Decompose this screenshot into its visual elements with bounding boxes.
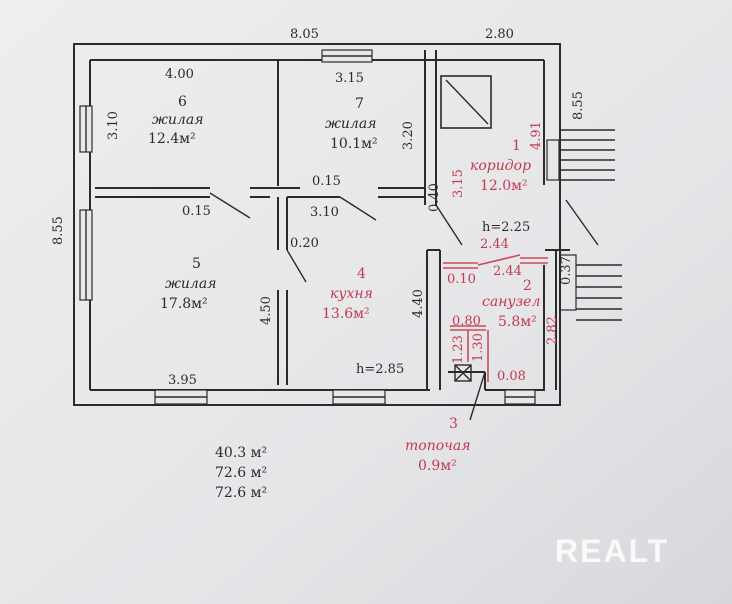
- realt-watermark: REALT: [555, 533, 669, 569]
- svg-text:12.0м²: 12.0м²: [480, 178, 528, 194]
- ceiling-height-1: h=2.25: [482, 220, 530, 235]
- room-6-label: 6 жилая 12.4м²: [148, 94, 203, 147]
- dim-r1-inner: 3.15: [451, 169, 466, 198]
- svg-text:3: 3: [449, 416, 458, 432]
- svg-text:1: 1: [512, 138, 521, 154]
- dim-corr-w2: 2.44: [493, 264, 522, 279]
- svg-text:12.4м²: 12.4м²: [148, 131, 196, 147]
- svg-text:17.8м²: 17.8м²: [160, 296, 208, 312]
- dim-top-right: 2.80: [485, 27, 514, 42]
- dim-r6-width: 4.00: [165, 67, 194, 82]
- dim-r5-width: 3.95: [168, 373, 197, 388]
- room-7-label: 7 жилая 10.1м²: [325, 96, 378, 152]
- dim-wall-008: 0.08: [497, 369, 526, 384]
- svg-text:10.1м²: 10.1м²: [330, 136, 378, 152]
- svg-text:жилая: жилая: [152, 112, 203, 128]
- dim-corr-w1: 2.44: [480, 237, 509, 252]
- room-4-label: 4 кухня 13.6м²: [322, 266, 373, 322]
- total-living: 40.3 м²: [215, 445, 267, 461]
- svg-text:4: 4: [357, 266, 366, 282]
- dim-wall-080: 0.80: [452, 314, 481, 329]
- windows: [79, 49, 536, 405]
- area-totals: 40.3 м² 72.6 м² 72.6 м²: [215, 445, 267, 501]
- svg-text:5: 5: [192, 256, 201, 272]
- svg-text:2: 2: [523, 278, 532, 294]
- interior-walls: [95, 50, 570, 390]
- dim-r7-width: 3.15: [335, 71, 364, 86]
- room-2-label: 2 санузел 5.8м²: [482, 278, 540, 330]
- dim-wall-037: 0.37: [559, 256, 574, 285]
- dim-wall-015b: 0.15: [182, 204, 211, 219]
- svg-text:6: 6: [178, 94, 187, 110]
- svg-text:жилая: жилая: [165, 276, 216, 292]
- dim-wall-040: 0.40: [427, 183, 442, 212]
- total-general: 72.6 м²: [215, 465, 267, 481]
- dim-san-h: 1.30: [471, 333, 486, 362]
- dim-r5-height: 4.50: [259, 296, 274, 325]
- svg-text:7: 7: [355, 96, 364, 112]
- room-5-label: 5 жилая 17.8м²: [160, 256, 216, 312]
- dim-top-h: 1.23: [451, 335, 466, 364]
- stove-icon: [440, 75, 492, 129]
- svg-text:жилая: жилая: [325, 116, 376, 132]
- room-1-label: 1 коридор 12.0м²: [470, 138, 531, 194]
- dim-wall-020: 0.20: [290, 236, 319, 251]
- dim-left-side: 8.55: [51, 216, 66, 245]
- ceiling-height-2: h=2.85: [356, 362, 404, 377]
- dim-r6-height: 3.10: [106, 111, 121, 140]
- svg-text:0.9м²: 0.9м²: [418, 458, 457, 474]
- red-partitions: [443, 254, 548, 382]
- svg-text:5.8м²: 5.8м²: [498, 314, 537, 330]
- dim-r4-width: 3.10: [310, 205, 339, 220]
- dim-r4-height: 4.40: [411, 289, 426, 318]
- dim-san-side: 2.82: [545, 316, 560, 345]
- dim-wall-010: 0.10: [447, 272, 476, 287]
- total-overall: 72.6 м²: [215, 485, 267, 501]
- svg-text:кухня: кухня: [330, 286, 373, 302]
- room-3-label: 3 топочая 0.9м²: [405, 416, 470, 474]
- dim-right-side: 8.55: [571, 91, 586, 120]
- dim-wall-015a: 0.15: [312, 174, 341, 189]
- svg-text:коридор: коридор: [470, 158, 531, 174]
- porch-steps-icon: [546, 129, 622, 321]
- dim-top-left: 8.05: [290, 27, 319, 42]
- svg-text:санузел: санузел: [482, 294, 540, 310]
- door-swings: [209, 192, 486, 421]
- dim-r7-height: 3.20: [401, 121, 416, 150]
- svg-text:13.6м²: 13.6м²: [322, 306, 370, 322]
- dim-r1-height: 4.91: [529, 121, 544, 150]
- svg-text:топочая: топочая: [405, 438, 470, 454]
